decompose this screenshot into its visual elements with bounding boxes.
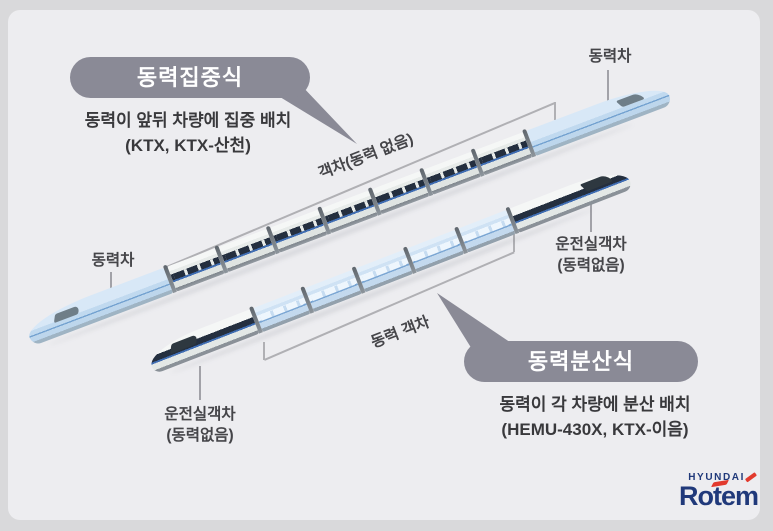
distributed-description-line1: 동력이 각 차량에 분산 배치 [499, 395, 691, 414]
concentrated-title-bubble: 동력집중식 [70, 57, 310, 98]
pointer-line-cab-car-front [199, 366, 201, 400]
concentrated-title: 동력집중식 [136, 65, 244, 90]
concentrated-description-line2: (KTX, KTX-산천) [125, 136, 251, 155]
label-cab-car-rear-line1: 운전실객차 [555, 236, 627, 253]
passenger-cars-bracket-tick-right [554, 102, 556, 120]
label-power-car-rear: 동력차 [588, 48, 632, 65]
pointer-line-cab-car-rear [590, 204, 592, 232]
distributed-description-line2: (HEMU-430X, KTX-이음) [501, 420, 689, 439]
label-cab-car-front-line2: (동력없음) [166, 427, 234, 444]
label-cab-car-rear: 운전실객차 (동력없음) [531, 234, 651, 276]
logo-company-text: HYUNDAI [688, 472, 745, 483]
distributed-title-bubble: 동력분산식 [464, 341, 698, 382]
logo-wordmark: Rotem [678, 479, 759, 511]
concentrated-description: 동력이 앞뒤 차량에 집중 배치 (KTX, KTX-산천) [57, 108, 319, 158]
distributed-title: 동력분산식 [527, 349, 635, 374]
label-cab-car-front: 운전실객차 (동력없음) [140, 404, 260, 446]
label-cab-car-rear-line2: (동력없음) [557, 257, 625, 274]
logo-company-row: HYUNDAI [620, 471, 758, 483]
concentrated-description-line1: 동력이 앞뒤 차량에 집중 배치 [84, 111, 292, 130]
pointer-line-power-car-rear [607, 70, 609, 106]
windshield-icon [53, 305, 80, 324]
label-power-car-front: 동력차 [91, 252, 135, 269]
label-cab-car-front-line1: 운전실객차 [164, 406, 236, 423]
powered-cars-bracket-tick-right [513, 234, 515, 252]
logo-wordmark-text: Rotem [678, 481, 759, 511]
hyundai-rotem-logo: HYUNDAI Rotem [620, 471, 759, 511]
powered-cars-bracket-tick-left [263, 342, 265, 360]
distributed-description: 동력이 각 차량에 분산 배치 (HEMU-430X, KTX-이음) [455, 392, 735, 442]
windshield-icon [615, 92, 645, 108]
